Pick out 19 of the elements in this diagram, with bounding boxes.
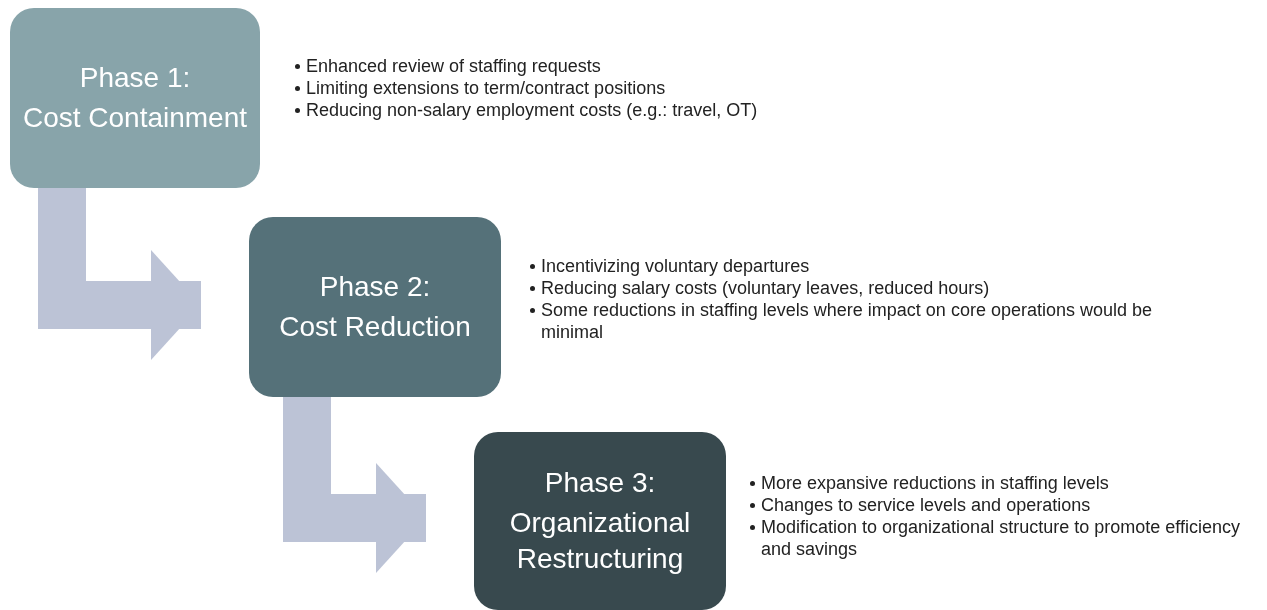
phase-number: Phase 1: <box>79 61 191 95</box>
bullet-text: Enhanced review of staffing requests <box>306 55 601 77</box>
phase-title: Cost Containment <box>22 101 248 135</box>
bullet-text: Modification to organizational structure to promote efficiency and savings <box>761 516 1241 560</box>
phase-number: Phase 3: <box>544 466 656 500</box>
phase-title: Organizational Restructuring <box>508 506 692 576</box>
phase-box <box>249 217 501 397</box>
bullet-text: Incentivizing voluntary departures <box>541 255 810 277</box>
bullet-text: Some reductions in staffing levels where impact on core operations would be minimal <box>541 299 1153 343</box>
bullet-text: Reducing salary costs (voluntary leaves, reduced hours) <box>541 277 990 299</box>
bullet-text: Limiting extensions to term/contract positions <box>306 77 666 99</box>
phase-number: Phase 2: <box>319 270 431 304</box>
bent-arrow <box>38 188 201 360</box>
phase-box <box>10 8 260 188</box>
phase-title: Cost Reduction <box>279 310 471 344</box>
bullet-text: More expansive reductions in staffing levels <box>761 472 1109 494</box>
bullet-text: Changes to service levels and operations <box>761 494 1091 516</box>
bullet-text: Reducing non-salary employment costs (e.g.: travel, OT) <box>306 99 758 121</box>
phase-box <box>474 432 726 610</box>
